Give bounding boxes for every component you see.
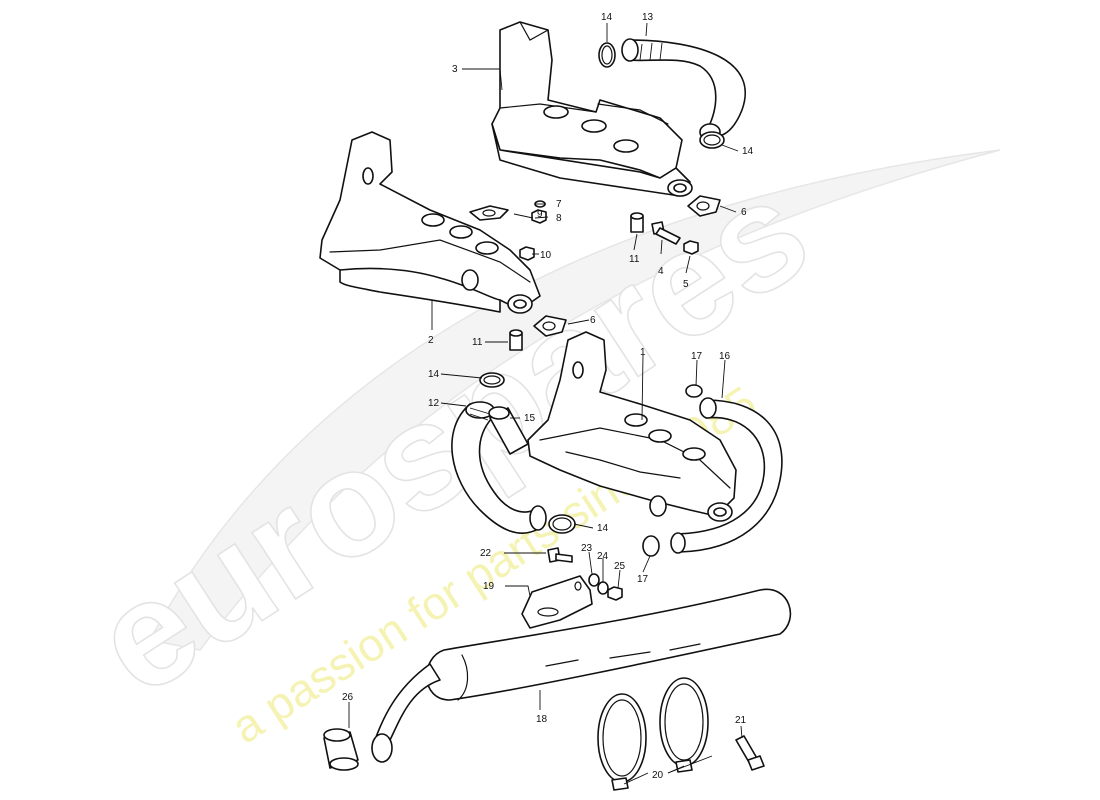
part-label-13: 13 xyxy=(642,12,654,23)
part-label-7: 7 xyxy=(556,199,562,210)
part-label-9: 9 xyxy=(537,209,543,220)
part-label-3: 3 xyxy=(452,64,458,75)
part-label-11-lower: 11 xyxy=(472,337,483,348)
hose-clamp-left-upper xyxy=(479,372,505,388)
band-clamp-20-right xyxy=(659,677,709,773)
part-label-14-upper-left: 14 xyxy=(601,12,613,23)
heat-exchanger-right xyxy=(491,21,693,197)
gasket-6-upper xyxy=(687,195,721,217)
part-label-6-upper: 6 xyxy=(741,207,747,218)
part-label-22: 22 xyxy=(480,548,492,559)
part-label-18: 18 xyxy=(536,714,548,725)
leader-lines xyxy=(348,22,743,785)
part-label-21: 21 xyxy=(735,715,747,726)
part-label-14-lower: 14 xyxy=(597,523,609,534)
gasket-6-lower xyxy=(533,315,567,337)
nut-10 xyxy=(519,246,535,261)
part-label-12: 12 xyxy=(428,398,440,409)
heat-exchanger-center xyxy=(527,331,737,522)
hose-clamp-upper-right xyxy=(699,131,725,149)
part-label-25: 25 xyxy=(614,561,626,572)
part-label-14-left: 14 xyxy=(428,369,440,380)
muffler-18 xyxy=(371,588,792,763)
spacer-11-lower xyxy=(509,329,523,351)
band-clamp-20-left xyxy=(597,693,647,791)
bolt-21 xyxy=(735,735,765,771)
hose-clamp-17-lower xyxy=(642,535,660,557)
nut-8 xyxy=(531,209,547,224)
hose-clamp-center-lower xyxy=(548,514,576,534)
part-label-26: 26 xyxy=(342,692,354,703)
short-tube-15 xyxy=(488,406,529,455)
part-label-17-lower: 17 xyxy=(637,574,649,585)
hose-clamp-17-upper xyxy=(685,384,703,398)
part-label-8: 8 xyxy=(556,213,562,224)
bolt-4 xyxy=(651,221,681,245)
part-label-23: 23 xyxy=(581,543,593,554)
part-label-2: 2 xyxy=(428,335,434,346)
pipe-left xyxy=(451,401,547,534)
part-number-labels: 3 14 13 14 9 7 8 10 6 6 11 4 5 2 11 1 17… xyxy=(342,12,754,781)
nut-25 xyxy=(607,586,623,601)
part-label-16: 16 xyxy=(719,351,731,362)
watermark-swoosh xyxy=(148,149,1001,651)
part-label-17-upper: 17 xyxy=(691,351,703,362)
bracket-19 xyxy=(521,575,593,629)
washer-23 xyxy=(588,573,600,587)
part-label-20: 20 xyxy=(652,770,664,781)
part-label-14-upper-right: 14 xyxy=(742,146,754,157)
hose-clamp-upper-left xyxy=(598,42,616,68)
washer-24 xyxy=(597,581,609,595)
sleeve-26 xyxy=(323,728,359,771)
part-label-5: 5 xyxy=(683,279,689,290)
part-label-24: 24 xyxy=(597,551,609,562)
nut-5 xyxy=(683,240,699,255)
part-label-4: 4 xyxy=(658,266,664,277)
part-label-1: 1 xyxy=(640,347,646,358)
pipe-right xyxy=(670,397,783,554)
gasket-9 xyxy=(469,205,509,221)
part-label-15: 15 xyxy=(524,413,536,424)
part-label-11-upper: 11 xyxy=(629,254,640,265)
part-label-10: 10 xyxy=(540,250,552,261)
part-label-19: 19 xyxy=(483,581,495,592)
heat-exchanger-left xyxy=(319,131,541,314)
part-label-6-lower: 6 xyxy=(590,315,596,326)
bolt-22 xyxy=(547,547,573,563)
spacer-11-upper xyxy=(630,212,644,233)
